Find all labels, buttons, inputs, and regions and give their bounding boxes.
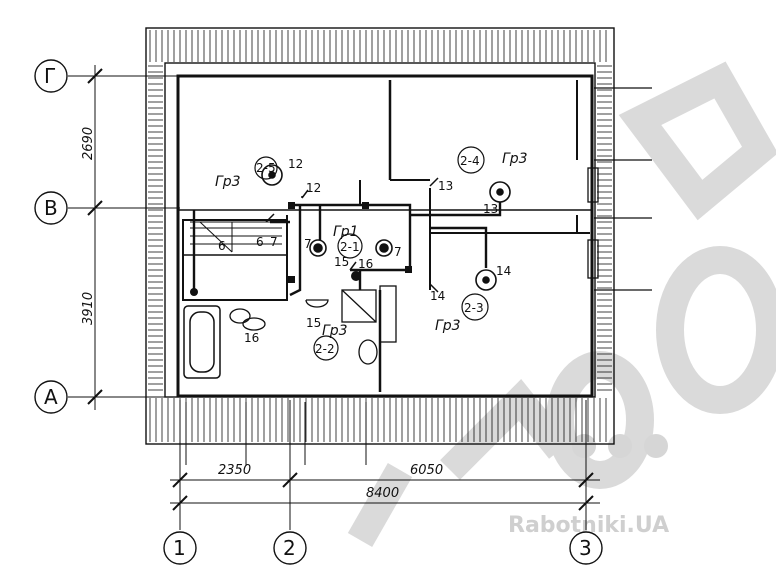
circuit-2-5: 2-5: [256, 161, 276, 175]
num-7c: 7: [270, 235, 278, 249]
num-15a: 15: [334, 255, 349, 269]
num-16a: 16: [358, 257, 373, 271]
num-13a: 13: [438, 179, 453, 193]
watermark-logo: [347, 61, 776, 547]
wiring: [192, 192, 502, 297]
axis-label-a: А: [44, 385, 58, 409]
group-label-gr3-right: Гр3: [435, 318, 461, 334]
staircase: [190, 221, 282, 253]
num-13b: 13: [483, 202, 498, 216]
axis-label-1: 1: [173, 536, 186, 560]
dimension-left-lower: 3910: [81, 292, 96, 325]
roof-hatching: [148, 30, 612, 442]
num-16b: 16: [244, 331, 259, 345]
circuit-2-4: 2-4: [460, 154, 480, 168]
light-fixtures: [261, 164, 511, 291]
windows: [587, 87, 652, 291]
dimension-bottom-total: 8400: [366, 486, 399, 501]
num-12a: 12: [288, 157, 303, 171]
dimension-bottom-left: 2350: [218, 463, 251, 478]
watermark-icon: [572, 434, 668, 458]
axis-label-g: Г: [44, 64, 56, 88]
group-label-gr3-left: Гр3: [215, 174, 241, 190]
switches: [265, 177, 439, 293]
axis-col-markers: [163, 531, 603, 565]
num-7b: 7: [394, 245, 402, 259]
bathtub: [183, 305, 221, 379]
circuit-2-2: 2-2: [315, 342, 335, 356]
num-14b: 14: [430, 289, 445, 303]
axis-row-lines: [68, 65, 180, 410]
circuit-markers: [254, 146, 489, 361]
axis-row-markers: [34, 59, 68, 414]
group-label-gr3-center: Гр3: [322, 323, 348, 339]
num-6b: 6: [256, 235, 264, 249]
num-6a: 6: [218, 239, 226, 253]
circuit-2-1: 2-1: [340, 240, 360, 254]
num-15b: 15: [306, 316, 321, 330]
num-12b: 12: [306, 181, 321, 195]
num-14a: 14: [496, 264, 511, 278]
num-7a: 7: [304, 237, 312, 251]
axis-label-v: В: [44, 196, 58, 220]
group-label-gr1: Гр1: [333, 224, 359, 240]
group-label-gr3-top-right: Гр3: [502, 151, 528, 167]
axis-label-2: 2: [283, 536, 296, 560]
dimension-left-upper: 2690: [81, 127, 96, 160]
dimension-bottom-right: 6050: [410, 463, 443, 478]
junction-boxes: [190, 202, 412, 296]
axis-col-lines: [170, 400, 600, 530]
circuit-2-3: 2-3: [464, 301, 484, 315]
axis-label-3: 3: [579, 536, 592, 560]
